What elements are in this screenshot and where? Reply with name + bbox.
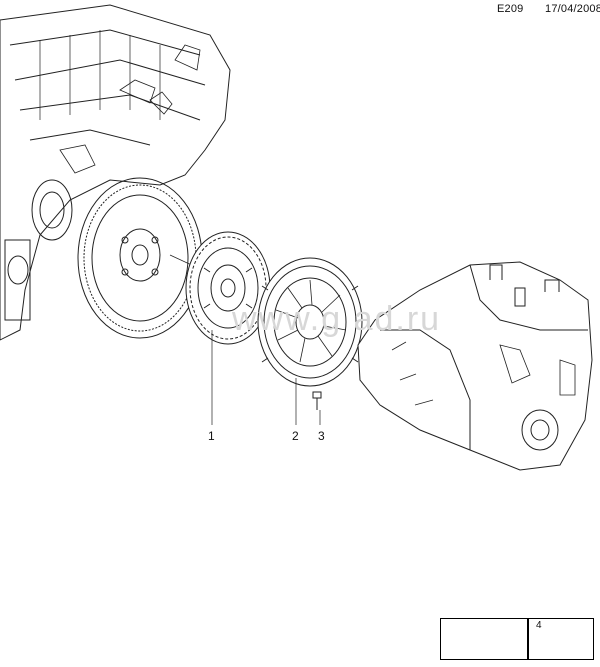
diagram-date: 17/04/2008 xyxy=(545,3,600,15)
callout-2: 2 xyxy=(292,429,299,443)
legend-box-manual xyxy=(440,618,528,660)
watermark: www.g ad.ru xyxy=(232,300,442,338)
engine-block xyxy=(0,4,231,341)
callout-3: 3 xyxy=(318,429,325,443)
legend-box-oil xyxy=(528,618,594,660)
transmission xyxy=(357,261,593,471)
legend-number: 4 xyxy=(536,620,542,631)
clutch-disc xyxy=(185,231,271,345)
diagram-reference: E209 xyxy=(497,3,524,15)
callout-1: 1 xyxy=(208,429,215,443)
pressure-plate xyxy=(257,257,363,387)
bolt xyxy=(312,391,322,410)
flywheel xyxy=(77,177,203,339)
